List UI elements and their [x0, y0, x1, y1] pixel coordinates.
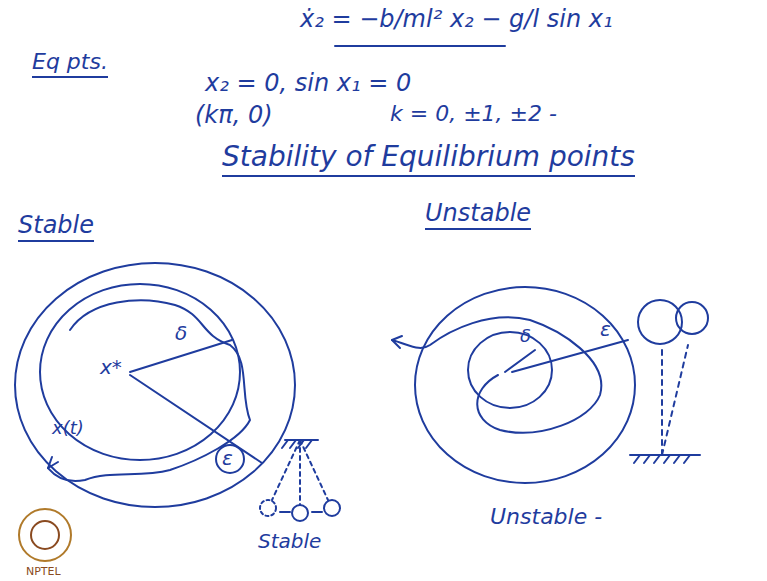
epsilon-radius [130, 375, 262, 463]
trajectory-label: x(t) [52, 418, 84, 438]
swing-arrow [280, 511, 322, 513]
delta-radius [130, 340, 232, 372]
logo [19, 509, 71, 561]
bob [638, 300, 682, 344]
delta-radius [505, 350, 535, 372]
delta-circle [40, 284, 240, 460]
caption-label: Unstable - [490, 505, 602, 529]
caption-label: Stable [258, 530, 321, 552]
pendulum-rod [272, 440, 328, 505]
delta-circle [468, 332, 552, 408]
radius-label: δ [175, 322, 187, 344]
bob [260, 500, 276, 516]
radius-label: ε [600, 318, 611, 340]
note: k = 0, ±1, ±2 - [390, 102, 557, 126]
epsilon-ring [216, 445, 244, 473]
radius-label: ε [222, 447, 233, 469]
trajectory [392, 317, 601, 432]
heading: Stable [18, 212, 94, 242]
epsilon-circle [15, 263, 295, 507]
heading: Unstable [425, 200, 531, 230]
point-label: x* [100, 356, 122, 378]
underline [335, 45, 505, 47]
equation: ẋ₂ = −b/ml² x₂ − g/l sin x₁ [300, 6, 613, 32]
arrowhead [392, 336, 402, 348]
pendulum-rod [662, 345, 688, 455]
ground [630, 455, 700, 463]
heading: Eq pts. [32, 50, 108, 78]
logo [31, 521, 59, 549]
equation: (kπ, 0) [195, 102, 273, 128]
radius-label: δ [520, 326, 531, 346]
trajectory [48, 300, 250, 481]
bob [324, 500, 340, 516]
equation: x₂ = 0, sin x₁ = 0 [205, 70, 411, 96]
section-title: Stability of Equilibrium points [222, 142, 635, 177]
watermark: NPTEL [26, 566, 61, 578]
bob [292, 505, 308, 521]
bob [676, 302, 708, 334]
arrowhead [48, 457, 58, 468]
